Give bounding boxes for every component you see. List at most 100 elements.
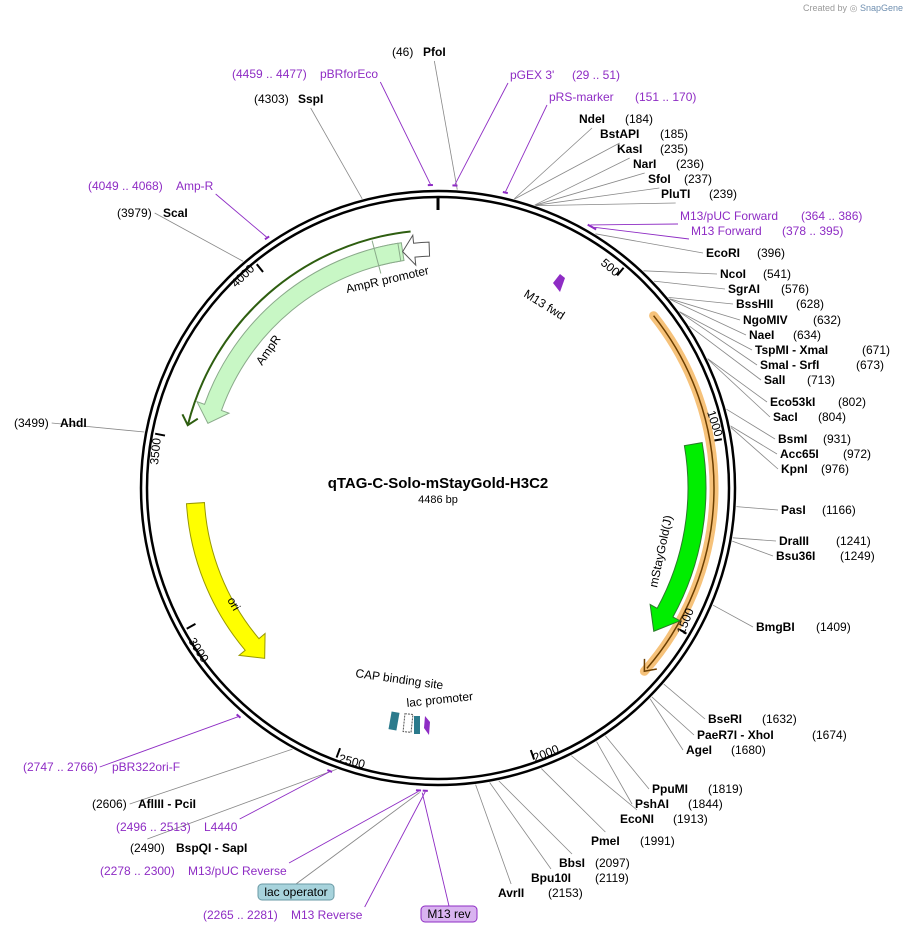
site-sspi[interactable]: SspI [298,92,323,106]
site-num-bstapi[interactable]: (185) [660,127,688,141]
site-bsshii[interactable]: BssHII [736,297,773,311]
site-num-naei[interactable]: (634) [793,328,821,342]
site-num-avrii[interactable]: (2153) [548,886,583,900]
site-avrii[interactable]: AvrII [498,886,524,900]
site-tspmi-xmai[interactable]: TspMI - XmaI [755,343,828,357]
primer-range-m13-puc-forward[interactable]: (364 .. 386) [801,209,862,223]
site-num-ahdi[interactable]: (3499) [14,416,49,430]
site-num-sfoi[interactable]: (237) [684,172,712,186]
site-ngomiv[interactable]: NgoMIV [743,313,788,327]
site-afliii-pcii[interactable]: AflIII - PciI [138,797,196,811]
site-draiii[interactable]: DraIII [779,534,809,548]
site-sali[interactable]: SalI [764,373,785,387]
site-num-bsshii[interactable]: (628) [796,297,824,311]
site-num-bspqi-sapi[interactable]: (2490) [130,841,165,855]
site-pasi[interactable]: PasI [781,503,806,517]
site-num-bpu10i[interactable]: (2119) [595,871,629,885]
lac-operator-badge-text[interactable]: lac operator [264,885,327,899]
site-num-nari[interactable]: (236) [676,157,704,171]
primer-prs-marker[interactable]: pRS-marker [549,90,614,104]
site-num-draiii[interactable]: (1241) [836,534,871,548]
site-scai[interactable]: ScaI [163,206,188,220]
site-saci[interactable]: SacI [773,410,798,424]
site-num-sspi[interactable]: (4303) [254,92,289,106]
site-eco53ki[interactable]: Eco53kI [770,395,815,409]
primer-range-m13-forward[interactable]: (378 .. 395) [782,224,843,238]
site-num-tspmi-xmai[interactable]: (671) [862,343,890,357]
site-num-paer7i-xhoi[interactable]: (1674) [812,728,847,742]
site-num-eco53ki[interactable]: (802) [838,395,866,409]
site-kasi[interactable]: KasI [617,142,642,156]
primer-m13-puc-forward[interactable]: M13/pUC Forward [680,209,778,223]
primer-m13-forward[interactable]: M13 Forward [691,224,762,238]
site-nari[interactable]: NarI [633,157,656,171]
primer-range-prs-marker[interactable]: (151 .. 170) [635,90,696,104]
site-smai-srfi[interactable]: SmaI - SrfI [760,358,819,372]
site-num-bbsi[interactable]: (2097) [595,856,630,870]
site-num-pluti[interactable]: (239) [709,187,737,201]
site-num-kpni[interactable]: (976) [821,462,849,476]
site-num-smai-srfi[interactable]: (673) [856,358,884,372]
site-num-kasi[interactable]: (235) [660,142,688,156]
site-sgrai[interactable]: SgrAI [728,282,760,296]
site-ndei[interactable]: NdeI [579,112,605,126]
site-num-ecori[interactable]: (396) [757,246,785,260]
site-num-sali[interactable]: (713) [807,373,835,387]
primer-range-m13-reverse[interactable]: (2265 .. 2281) [203,908,278,922]
site-naei[interactable]: NaeI [749,328,774,342]
site-agei[interactable]: AgeI [686,743,712,757]
site-ahdi[interactable]: AhdI [60,416,87,430]
primer-range-pgex3[interactable]: (29 .. 51) [572,68,620,82]
primer-range-l4440[interactable]: (2496 .. 2513) [116,820,191,834]
site-num-bsu36i[interactable]: (1249) [840,549,875,563]
site-bmgbi[interactable]: BmgBI [756,620,795,634]
site-num-ndei[interactable]: (184) [625,112,653,126]
site-num-scai[interactable]: (3979) [117,206,152,220]
site-num-sgrai[interactable]: (576) [781,282,809,296]
site-num-bmgbi[interactable]: (1409) [816,620,851,634]
primer-range-pbrforeco[interactable]: (4459 .. 4477) [232,67,307,81]
site-ecori[interactable]: EcoRI [706,246,740,260]
site-bbsi[interactable]: BbsI [559,856,585,870]
site-bspqi-sapi[interactable]: BspQI - SapI [176,841,247,855]
site-ppumi[interactable]: PpuMI [652,782,688,796]
site-num-aflIII-pcii[interactable]: (2606) [92,797,127,811]
site-num-pmei[interactable]: (1991) [640,834,675,848]
site-sfoi[interactable]: SfoI [648,172,671,186]
site-num-econi[interactable]: (1913) [673,812,708,826]
site-num-pasi[interactable]: (1166) [822,503,856,517]
primer-pbrforeco[interactable]: pBRforEco [320,67,378,81]
site-num-acc65i[interactable]: (972) [843,447,871,461]
site-num-baseri[interactable]: (1632) [762,712,797,726]
primer-pbr322ori-f[interactable]: pBR322ori-F [112,760,180,774]
site-kpni[interactable]: KpnI [781,462,808,476]
site-baseri[interactable]: BseRI [708,712,742,726]
primer-l4440[interactable]: L4440 [204,820,238,834]
site-bpu10i[interactable]: Bpu10I [531,871,571,885]
site-bstapi[interactable]: BstAPI [600,127,639,141]
site-num-ngomiv[interactable]: (632) [813,313,841,327]
m13-rev-badge-text[interactable]: M13 rev [427,907,470,921]
site-pfoi[interactable]: PfoI [423,45,446,59]
primer-range-m13-puc-reverse[interactable]: (2278 .. 2300) [100,864,175,878]
site-num-agei[interactable]: (1680) [731,743,766,757]
site-num-pfoi[interactable]: (46) [392,45,413,59]
site-pmei[interactable]: PmeI [591,834,620,848]
site-pshai[interactable]: PshAI [635,797,669,811]
site-econi[interactable]: EcoNI [620,812,654,826]
primer-m13-puc-reverse[interactable]: M13/pUC Reverse [188,864,287,878]
site-bsmi[interactable]: BsmI [778,432,807,446]
site-bsu36i[interactable]: Bsu36I [776,549,815,563]
site-num-ncoi[interactable]: (541) [763,267,791,281]
site-ncoi[interactable]: NcoI [720,267,746,281]
primer-m13-reverse[interactable]: M13 Reverse [291,908,363,922]
site-acc65i[interactable]: Acc65I [780,447,819,461]
site-pluti[interactable]: PluTI [661,187,690,201]
site-num-ppumi[interactable]: (1819) [708,782,743,796]
site-num-pshai[interactable]: (1844) [688,797,723,811]
site-paer7i-xhoi[interactable]: PaeR7I - XhoI [697,728,774,742]
primer-range-amp-r[interactable]: (4049 .. 4068) [88,179,163,193]
site-num-saci[interactable]: (804) [818,410,846,424]
site-num-bsmi[interactable]: (931) [823,432,851,446]
primer-amp-r[interactable]: Amp-R [176,179,214,193]
